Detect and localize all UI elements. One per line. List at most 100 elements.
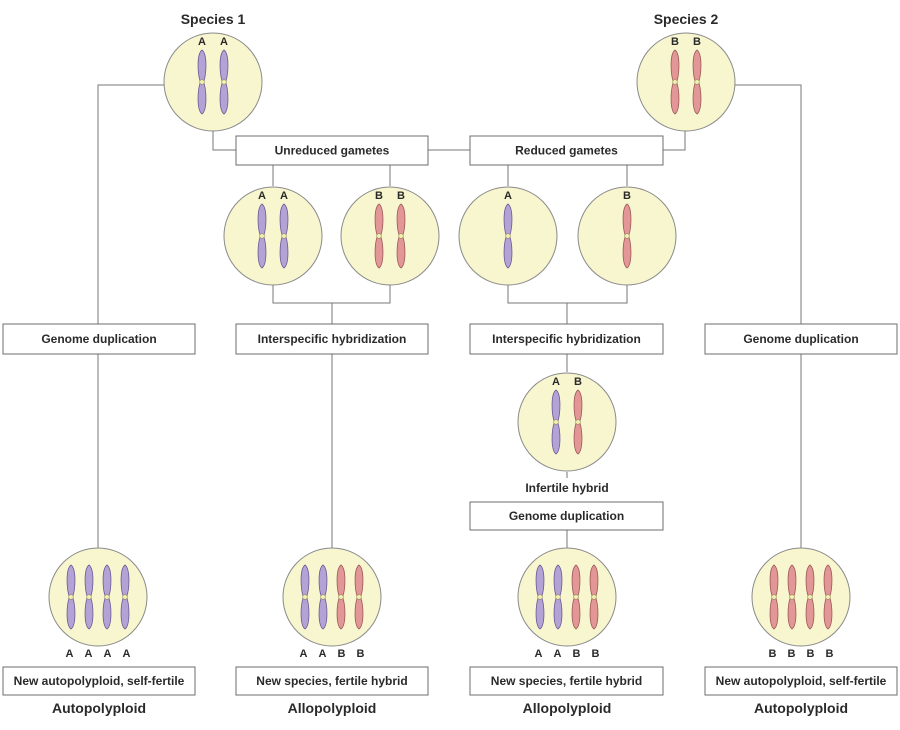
genome-label: B xyxy=(573,648,581,660)
centromere xyxy=(376,233,382,239)
centromere xyxy=(68,594,74,600)
centromere xyxy=(624,233,630,239)
box-hybridization-left: Interspecific hybridization xyxy=(235,323,429,355)
centromere xyxy=(505,233,511,239)
box-result-3-label: New species, fertile hybrid xyxy=(491,674,642,688)
centromere xyxy=(807,594,813,600)
genome-label: B xyxy=(397,190,405,202)
box-reduced-gametes-label: Reduced gametes xyxy=(515,144,618,158)
centromere xyxy=(672,79,678,85)
genome-label: B xyxy=(574,376,582,388)
genome-label: B xyxy=(375,190,383,202)
box-hybridization-right-label: Interspecific hybridization xyxy=(492,332,641,346)
centromere xyxy=(789,594,795,600)
genome-label: A xyxy=(504,190,512,202)
genome-label: A xyxy=(198,36,206,48)
genome-label: B xyxy=(338,648,346,660)
cell-membrane xyxy=(636,32,736,132)
centromere xyxy=(537,594,543,600)
genome-label: A xyxy=(123,648,131,660)
genome-label: A xyxy=(104,648,112,660)
cell-membrane xyxy=(282,547,382,647)
footer-allopolyploid-right: Allopolyploid xyxy=(523,700,612,716)
genome-label: A xyxy=(319,648,327,660)
species-1-title: Species 1 xyxy=(181,11,246,27)
genome-label: A xyxy=(300,648,308,660)
centromere xyxy=(221,79,227,85)
box-unreduced-gametes-label: Unreduced gametes xyxy=(275,144,390,158)
box-result-1: New autopolyploid, self-fertile xyxy=(2,666,196,696)
cell-reduced-a: A xyxy=(458,186,558,286)
genome-label: B xyxy=(357,648,365,660)
genome-label: B xyxy=(693,36,701,48)
box-result-4-label: New autopolyploid, self-fertile xyxy=(716,674,887,688)
genome-label: A xyxy=(280,190,288,202)
genome-label: A xyxy=(220,36,228,48)
centromere xyxy=(575,419,581,425)
cell-reduced-b: B xyxy=(577,186,677,286)
centromere xyxy=(573,594,579,600)
box-genome-duplication-right-label: Genome duplication xyxy=(743,332,858,346)
centromere xyxy=(86,594,92,600)
box-result-2: New species, fertile hybrid xyxy=(235,666,429,696)
genome-label: B xyxy=(623,190,631,202)
centromere xyxy=(398,233,404,239)
genome-label: A xyxy=(535,648,543,660)
genome-label: B xyxy=(807,648,815,660)
genome-label: B xyxy=(592,648,600,660)
genome-label: A xyxy=(552,376,560,388)
box-result-2-label: New species, fertile hybrid xyxy=(256,674,407,688)
genome-label: B xyxy=(769,648,777,660)
box-genome-duplication-left: Genome duplication xyxy=(2,323,196,355)
footer-autopolyploid-right: Autopolyploid xyxy=(754,700,848,716)
cell-membrane xyxy=(517,372,617,472)
centromere xyxy=(199,79,205,85)
centromere xyxy=(555,594,561,600)
infertile-hybrid-caption: Infertile hybrid xyxy=(525,481,608,495)
centromere xyxy=(338,594,344,600)
genome-label: A xyxy=(554,648,562,660)
cell-membrane xyxy=(163,32,263,132)
centromere xyxy=(302,594,308,600)
box-result-3: New species, fertile hybrid xyxy=(469,666,664,696)
cell-membrane xyxy=(48,547,148,647)
genome-label: A xyxy=(66,648,74,660)
box-unreduced-gametes: Unreduced gametes xyxy=(235,135,429,166)
centromere xyxy=(122,594,128,600)
genome-label: B xyxy=(788,648,796,660)
cell-membrane xyxy=(340,186,440,286)
footer-autopolyploid-left: Autopolyploid xyxy=(52,700,146,716)
box-result-4: New autopolyploid, self-fertile xyxy=(704,666,898,696)
cell-membrane xyxy=(517,547,617,647)
box-hybridization-left-label: Interspecific hybridization xyxy=(258,332,407,346)
box-reduced-gametes: Reduced gametes xyxy=(469,135,664,166)
centromere xyxy=(320,594,326,600)
genome-label: A xyxy=(258,190,266,202)
cell-membrane xyxy=(751,547,851,647)
cell-membrane xyxy=(223,186,323,286)
genome-label: A xyxy=(85,648,93,660)
centromere xyxy=(553,419,559,425)
centromere xyxy=(104,594,110,600)
centromere xyxy=(281,233,287,239)
connector-lines xyxy=(97,84,802,548)
box-genome-duplication-right: Genome duplication xyxy=(704,323,898,355)
genome-label: B xyxy=(671,36,679,48)
centromere xyxy=(825,594,831,600)
centromere xyxy=(694,79,700,85)
centromere xyxy=(356,594,362,600)
box-genome-duplication-middle: Genome duplication xyxy=(469,501,664,531)
centromere xyxy=(259,233,265,239)
box-hybridization-right: Interspecific hybridization xyxy=(469,323,664,355)
genome-label: B xyxy=(826,648,834,660)
footer-allopolyploid-left: Allopolyploid xyxy=(288,700,377,716)
